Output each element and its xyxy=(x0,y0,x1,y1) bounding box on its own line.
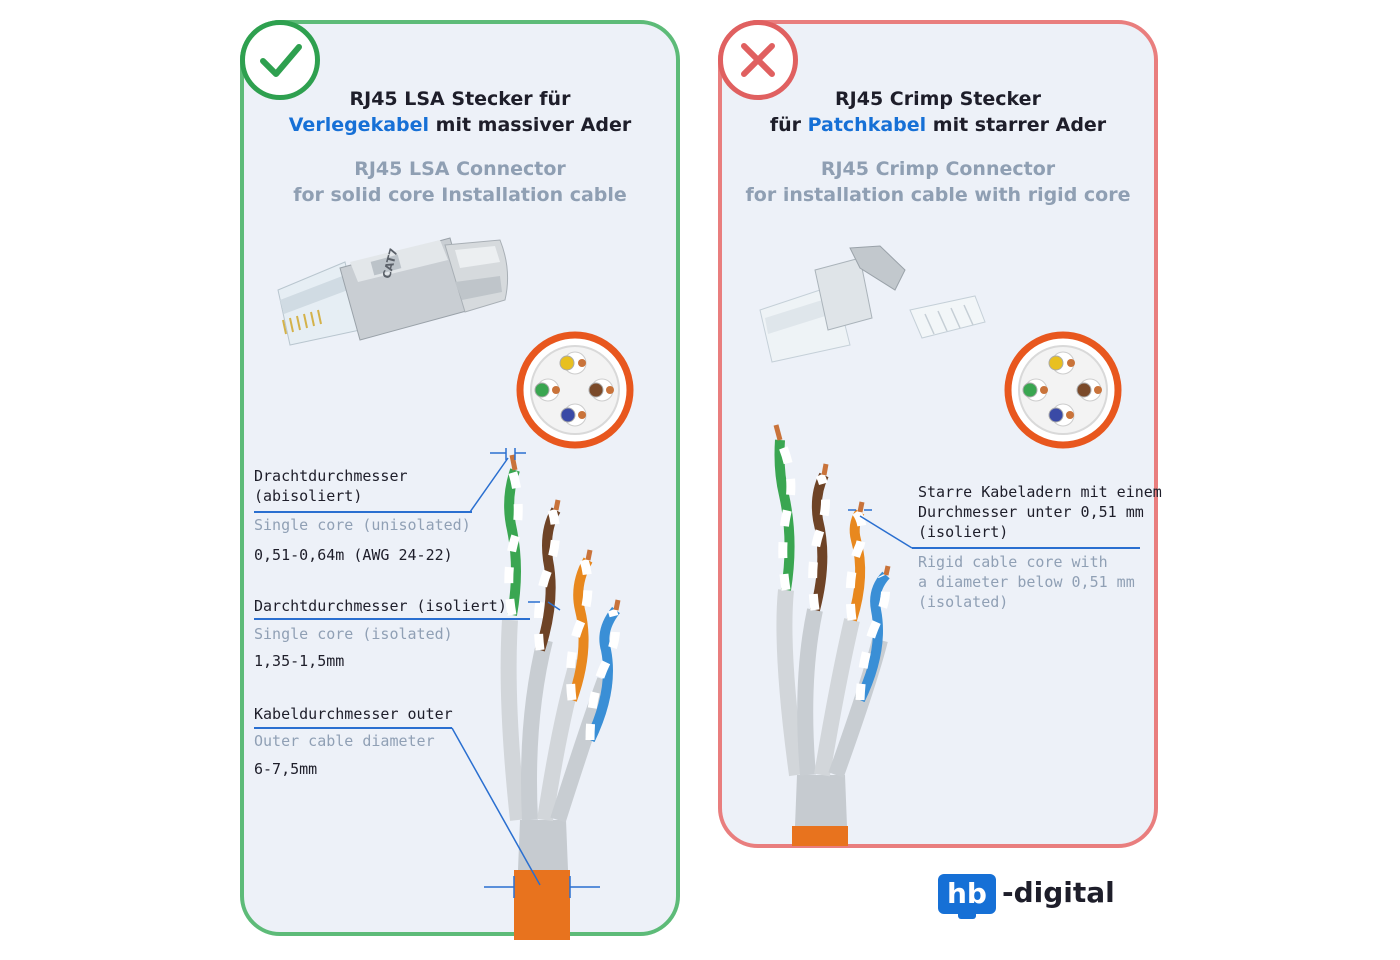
left-subtitle: RJ45 LSA Connector for solid core Instal… xyxy=(250,156,670,208)
wire-diameter-label-line2: (abisoliert) xyxy=(254,487,363,505)
outer-diameter-label-de: Kabeldurchmesser outer xyxy=(254,705,453,723)
rigid-core-note-de-line1: Starre Kabeladern mit einem xyxy=(918,483,1162,501)
logo-monitor-stand xyxy=(958,914,976,919)
left-title-line1: RJ45 LSA Stecker für xyxy=(349,88,571,110)
right-subtitle: RJ45 Crimp Connector for installation ca… xyxy=(718,156,1158,208)
isolated-diameter-label-en: Single core (isolated) xyxy=(254,625,453,643)
left-title: RJ45 LSA Stecker für Verlegekabel mit ma… xyxy=(250,86,670,138)
logo-box: hb xyxy=(938,874,996,914)
right-subtitle-line2: for installation cable with rigid core xyxy=(745,184,1131,206)
right-subtitle-line1: RJ45 Crimp Connector xyxy=(820,158,1056,180)
left-subtitle-line1: RJ45 LSA Connector xyxy=(354,158,566,180)
right-title-pre: für xyxy=(769,114,808,136)
rigid-core-note-de: Starre Kabeladern mit einem Durchmesser … xyxy=(918,482,1162,542)
crimp-connector-image xyxy=(759,245,986,363)
wire-diameter-label-de: Drachtdurchmesser (abisoliert) xyxy=(254,466,408,506)
left-cable-cross-section xyxy=(516,331,634,449)
right-title-highlight: Patchkabel xyxy=(807,114,927,136)
left-cable-image xyxy=(500,454,621,940)
right-title-line1: RJ45 Crimp Stecker xyxy=(835,88,1041,110)
cross-icon xyxy=(718,20,798,100)
outer-diameter-label-en: Outer cable diameter xyxy=(254,732,435,750)
checkmark-icon xyxy=(240,20,320,100)
wire-diameter-label-en: Single core (unisolated) xyxy=(254,516,471,534)
left-dimension-markers xyxy=(451,448,600,898)
right-title-rest: mit starrer Ader xyxy=(926,114,1107,136)
rigid-core-note-de-line3: (isoliert) xyxy=(918,523,1009,541)
right-cable-image xyxy=(773,424,891,846)
left-title-line2: Verlegekabel mit massiver Ader xyxy=(250,112,670,138)
right-title-line2: für Patchkabel mit starrer Ader xyxy=(728,112,1148,138)
outer-diameter-value: 6-7,5mm xyxy=(254,760,318,778)
rigid-core-note-en-line3: (isolated) xyxy=(918,593,1009,611)
wire-diameter-rule xyxy=(254,511,472,513)
logo-text: -digital xyxy=(1002,876,1115,909)
left-title-highlight: Verlegekabel xyxy=(288,114,430,136)
wire-diameter-value: 0,51-0,64m (AWG 24-22) xyxy=(254,546,453,564)
right-cable-cross-section xyxy=(1004,331,1122,449)
good-panel xyxy=(240,20,680,936)
right-title: RJ45 Crimp Stecker für Patchkabel mit st… xyxy=(728,86,1148,138)
isolated-diameter-value: 1,35-1,5mm xyxy=(254,652,345,670)
wire-diameter-label-line1: Drachtdurchmesser xyxy=(254,467,408,485)
rigid-core-note-en-line1: Rigid cable core with xyxy=(918,553,1108,571)
outer-diameter-rule xyxy=(254,727,452,729)
rigid-core-note-de-line2: Durchmesser unter 0,51 mm xyxy=(918,503,1144,521)
isolated-diameter-label-de: Darchtdurchmesser (isoliert) xyxy=(254,597,507,615)
rigid-core-note-en: Rigid cable core with a diameter below 0… xyxy=(918,552,1135,612)
rigid-core-rule xyxy=(912,547,1140,549)
left-subtitle-line2: for solid core Installation cable xyxy=(293,184,627,206)
rigid-core-note-en-line2: a diameter below 0,51 mm xyxy=(918,573,1135,591)
right-dimension-markers xyxy=(848,509,913,549)
lsa-connector-image: CAT7 xyxy=(277,237,509,346)
isolated-diameter-rule xyxy=(254,618,530,620)
left-title-rest: mit massiver Ader xyxy=(429,114,632,136)
